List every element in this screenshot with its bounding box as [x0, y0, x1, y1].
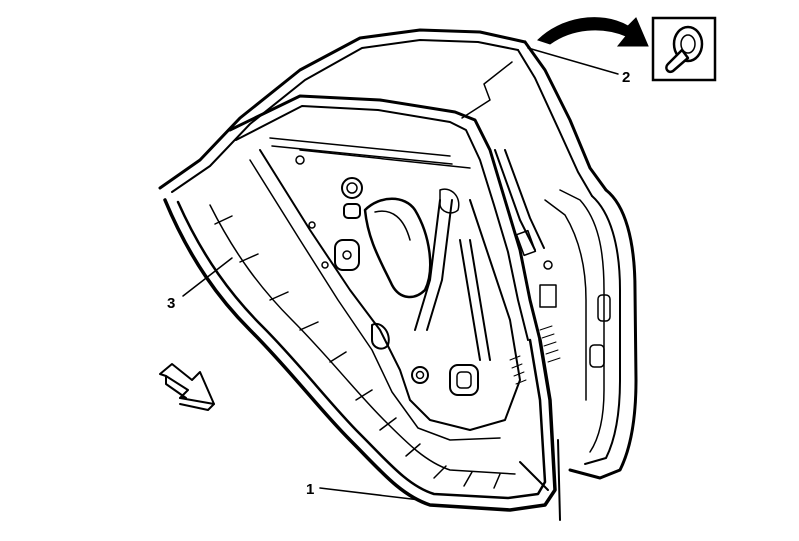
callout-2: 2 [527, 47, 630, 86]
door-inner-panel [249, 149, 611, 441]
callout-1: 1 [306, 481, 421, 501]
push-pin-retainer-icon [651, 16, 717, 82]
curved-arrow-icon [537, 17, 649, 47]
door-outer-frame [158, 28, 638, 480]
window-opening [228, 94, 545, 342]
break-line [461, 61, 513, 119]
callout-3: 3 [167, 257, 233, 312]
callout-1-label: 1 [306, 481, 314, 498]
forward-arrow-icon [159, 363, 215, 411]
door-weatherstrip-seal [163, 198, 561, 521]
callout-3-label: 3 [167, 295, 175, 312]
callout-2-label: 2 [622, 69, 630, 86]
